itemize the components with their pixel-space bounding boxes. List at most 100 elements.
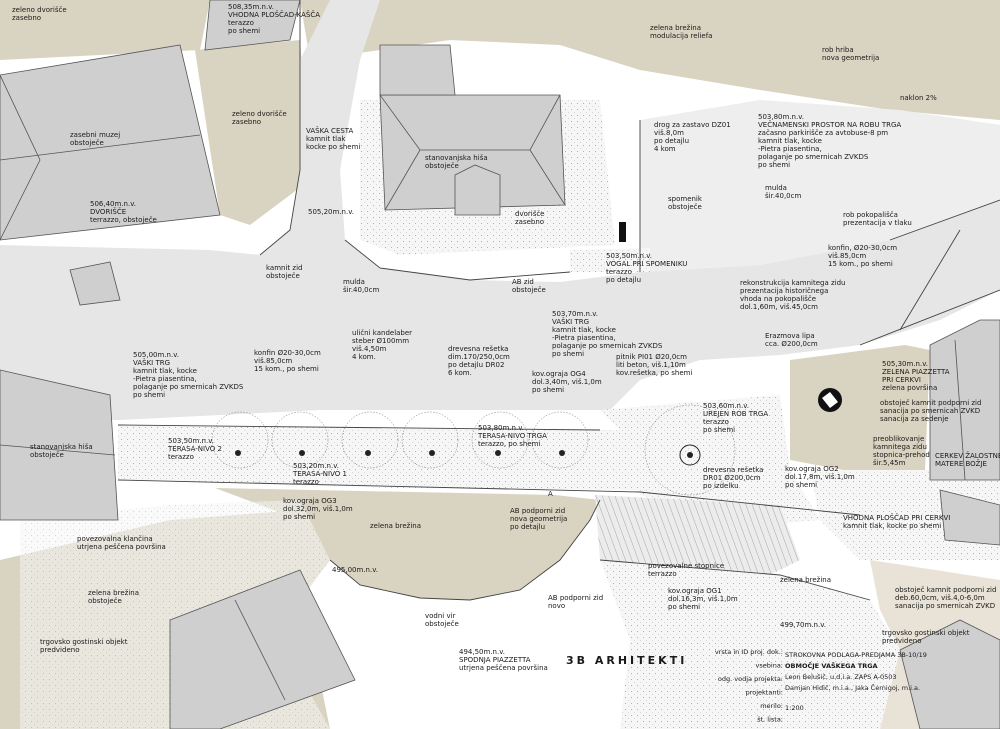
label-resetka-dr02-line-0: drevesna rešetka — [448, 345, 508, 353]
label-dvorisce-top-line-0: zeleno dvorišče — [12, 6, 67, 14]
label-spodnja-line-1: SPODNJA PIAZZETTA — [459, 656, 531, 664]
linden-tree — [818, 388, 842, 412]
label-dvorisce-506-line-2: terrazzo, obstoječe — [90, 216, 157, 224]
label-povezovalna-line-0: povezovalna klančina — [77, 535, 153, 543]
label-konfin-left-line-1: viš.85,0cm — [254, 357, 292, 365]
label-stan-hisa-left-line-0: stanovanjska hiša — [30, 443, 93, 451]
label-elev-505-20-line-0: 505,20m.n.v. — [308, 208, 354, 216]
label-terasa-3-line-1: TERASA-NIVO 1 — [292, 470, 347, 478]
label-trgovsko-right-line-0: trgovsko gostinski objekt — [882, 629, 970, 637]
label-cerkev-line-0: CERKEV ŽALOSTNE — [935, 451, 1000, 460]
building-small-left — [69, 261, 121, 306]
title-block: vrsta in ID proj. dok.:vsebina:odg. vodj… — [715, 648, 927, 724]
grass-church-piazzetta — [790, 345, 930, 475]
label-drog-line-1: viš.8,0m — [654, 129, 684, 137]
label-vogal-line-2: terazzo — [606, 268, 632, 276]
label-ab-novo-line-1: novo — [548, 602, 565, 610]
label-elev-495-line-0: 495,00m.n.v. — [332, 566, 378, 574]
tb-lead: Leon Belušič, u.d.i.a. ZAPS A-0503 — [785, 673, 897, 681]
label-vodni-vir-line-0: vodni vir — [425, 612, 456, 620]
label-ab-podporni-line-2: po detajlu — [510, 523, 545, 531]
label-povezovalna-line-1: utrjena peščena površina — [77, 543, 166, 551]
label-kov-og4-line-1: dol.3,40m, viš.1,0m — [532, 378, 602, 386]
label-vaski-trg-503-line-2: kamnit tlak, kocke — [552, 326, 616, 334]
label-dvorisce-506-line-0: 506,40m.n.v. — [90, 200, 136, 208]
label-vaska-cesta-line-2: kocke po shemi — [306, 143, 360, 151]
label-vaski-trg-505-line-2: kamnit tlak, kocke — [133, 367, 197, 375]
label-rob-hriba-line-1: nova geometrija — [822, 54, 879, 62]
label-vhodna-kasca-line-2: terazzo — [228, 19, 254, 27]
label-vaska-cesta-line-0: VAŠKA CESTA — [306, 126, 354, 135]
label-terasa-2-line-0: 503,80m.n.v. — [478, 424, 524, 432]
label-kov-og3-line-0: kov.ograja OG3 — [283, 497, 337, 505]
label-ab-novo-line-0: AB podporni zid — [548, 594, 603, 602]
label-vaski-trg-503-line-5: po shemi — [552, 350, 584, 358]
label-urejen-rob-line-3: po shemi — [703, 426, 735, 434]
label-urejen-rob-line-2: terazzo — [703, 418, 729, 426]
label-terasa-1-line-1: TERASA-NIVO 2 — [167, 445, 222, 453]
label-trgovsko-right-line-1: predvideno — [882, 637, 921, 645]
label-urejen-rob-line-1: UREJEN ROB TRGA — [703, 410, 768, 418]
tb-key-3: projektanti: — [746, 689, 783, 697]
label-vecnamenski-line-2: začasno parkirišče za avtobuse-8 pm — [758, 129, 888, 137]
tree-row — [211, 404, 736, 496]
label-obstojec-zid-bottom-line-2: sanacija po smernicah ZVKD — [895, 602, 995, 610]
tree-trunks — [235, 450, 565, 456]
label-lipa-line-1: cca. Ø200,0cm — [765, 340, 818, 348]
label-mulda-right-line-1: šir.40,0cm — [765, 192, 801, 200]
label-zelena-brezina-right-line-0: zelena brežina — [780, 576, 831, 584]
label-vaski-trg-505-line-5: po shemi — [133, 391, 165, 399]
label-trgovsko-left-line-0: trgovsko gostinski objekt — [40, 638, 128, 646]
label-vaski-trg-503-line-3: -Pietra piasentina, — [552, 334, 616, 342]
building-top — [379, 44, 456, 96]
label-pitnik-line-1: liti beton, viš.1,10m — [616, 361, 686, 369]
label-zelena-brezina-top-line-0: zelena brežina — [650, 24, 701, 32]
label-terasa-2-line-2: terazzo, po shemi — [478, 440, 540, 448]
label-vaski-trg-505-line-1: VAŠKI TRG — [133, 358, 170, 367]
label-kamnit-zid-line-1: obstoječe — [266, 272, 300, 280]
label-obstojec-zid-bottom-line-1: deb.60,0cm, viš.4,0-6,0m — [895, 594, 985, 602]
label-vhodna-kasca-line-3: po shemi — [228, 27, 260, 35]
label-vogal-line-3: po detajlu — [606, 276, 641, 284]
label-vhodna-kasca-line-0: 508,35m.n.v. — [228, 3, 274, 11]
wall-lines — [117, 0, 1000, 601]
label-vecnamenski-line-4: -Pietra piasentina, — [758, 145, 822, 153]
label-lipa-line-0: Erazmova lipa — [765, 332, 815, 340]
label-terasa-1-line-0: 503,50m.n.v. — [168, 437, 214, 445]
tb-key-1: vsebina: — [756, 662, 783, 670]
label-terasa-3-line-2: terazzo — [293, 478, 319, 486]
label-vaski-trg-503-line-1: VAŠKI TRG — [552, 317, 589, 326]
label-kov-og2-line-0: kov.ograja OG2 — [785, 465, 839, 473]
label-mulda-left-line-0: mulda — [343, 278, 365, 286]
label-vecnamenski-line-1: VEČNAMENSKI PROSTOR NA ROBU TRGA — [758, 120, 901, 129]
label-resetka-dr01-line-2: po izdelku — [703, 482, 739, 490]
building-upper-left — [204, 0, 301, 51]
label-kamnit-zid-line-0: kamnit zid — [266, 264, 302, 272]
label-rekonstrukcija-line-1: prezentacija historičnega — [740, 287, 828, 295]
label-vaska-cesta-line-1: kamnit tlak — [306, 135, 346, 143]
label-terasa-1-line-2: terazzo — [168, 453, 194, 461]
label-obstojec-zid-right-line-0: obstoječ kamnit podporni zid — [880, 399, 981, 407]
label-zelena-piazzetta-line-3: zelena površina — [882, 384, 937, 392]
label-vhodna-cerkev-line-0: VHODNA PLOŠČAD PRI CERKVI — [843, 513, 950, 522]
tb-scale: 1:200 — [785, 704, 804, 712]
label-vaski-trg-503-line-0: 503,70m.n.v. — [552, 310, 598, 318]
label-urejen-rob-line-0: 503,60m.n.v. — [703, 402, 749, 410]
building-museum — [0, 44, 221, 241]
label-rekonstrukcija-line-0: rekonstrukcija kamnitega zidu — [740, 279, 846, 287]
trg-edge — [600, 395, 820, 525]
label-spomenik-line-0: spomenik — [668, 195, 703, 203]
tb-key-0: vrsta in ID proj. dok.: — [715, 648, 783, 656]
label-rob-pokopalisca-line-0: rob pokopališča — [843, 211, 898, 219]
label-kov-og1-line-1: dol.16,3m, viš.1,0m — [668, 595, 738, 603]
label-resetka-dr01-line-1: DR01 Ø200,0cm — [703, 474, 761, 482]
label-vhodna-kasca-line-1: VHODNA PLOŠČAD-KAŠČA — [228, 10, 320, 19]
label-mulda-right-line-0: mulda — [765, 184, 787, 192]
label-konfin-left-line-0: konfin Ø20-30,0cm — [254, 349, 321, 357]
label-spomenik-line-1: obstoječe — [668, 203, 702, 211]
label-zelena-brezina-top-line-1: modulacija reliefa — [650, 32, 712, 40]
building-house-left — [0, 369, 119, 521]
label-zelena-brezina-mid-line-0: zelena brežina — [370, 522, 421, 530]
label-ulicni-line-0: ulični kandelaber — [352, 329, 412, 337]
label-obstojec-zid-right-line-1: sanacija po smernicah ZVKD — [880, 407, 980, 415]
